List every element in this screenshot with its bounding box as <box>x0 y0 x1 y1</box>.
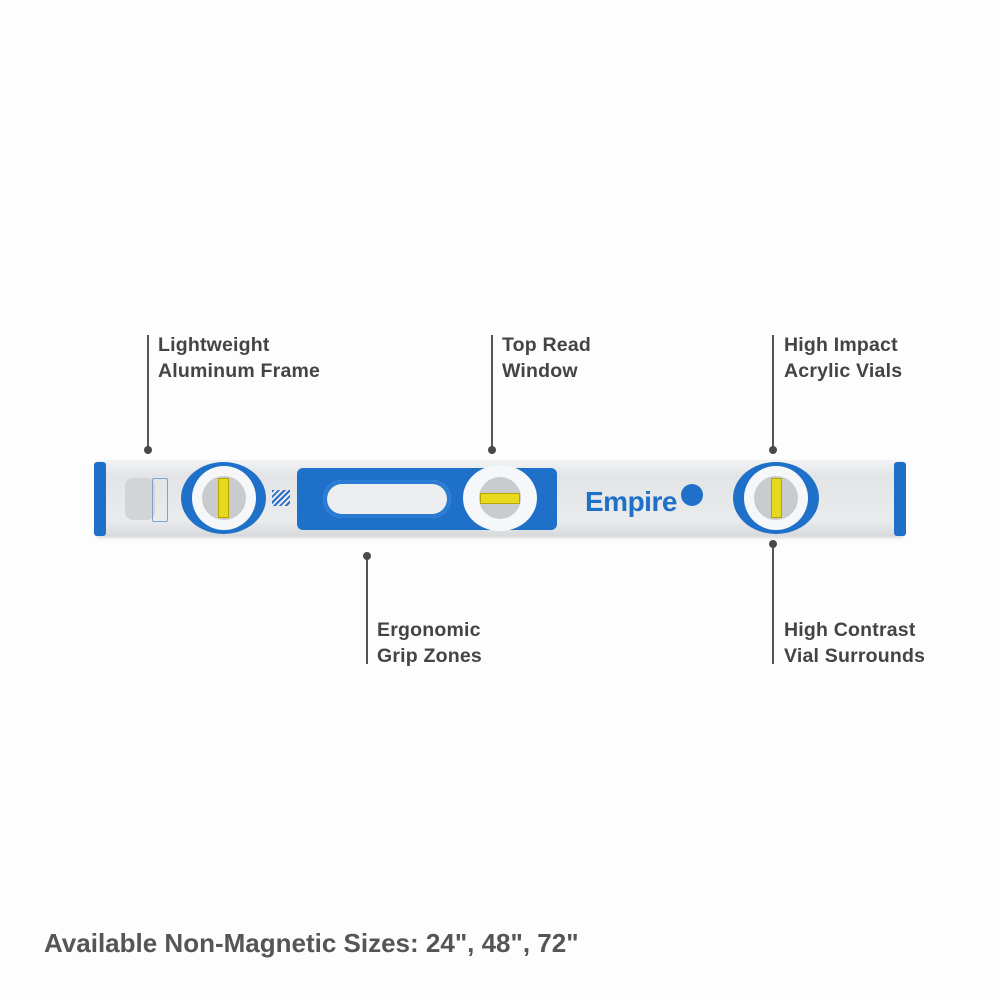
grip-hole <box>323 480 451 518</box>
logo-compass-icon <box>681 484 703 506</box>
flag-icon <box>272 490 290 506</box>
callout-dot <box>144 446 152 454</box>
callout-line <box>366 556 368 664</box>
callout-dot <box>769 540 777 548</box>
vial-surround-top <box>463 465 537 531</box>
vial-level-top <box>480 492 520 504</box>
footer-sizes: Available Non-Magnetic Sizes: 24", 48", … <box>44 928 579 958</box>
hang-hole <box>125 478 155 520</box>
vial-surround-right <box>733 462 819 534</box>
callout-dot <box>488 446 496 454</box>
callout-line <box>147 335 149 450</box>
end-cap-right <box>894 462 906 536</box>
callout-line <box>772 335 774 450</box>
callout-dot <box>363 552 371 560</box>
brand-logo: Empire <box>585 486 677 517</box>
callout-dot <box>769 446 777 454</box>
callout-line <box>491 335 493 450</box>
end-cap-left <box>94 462 106 536</box>
vial-surround-left <box>181 462 266 534</box>
vial-plumb-left <box>218 478 229 518</box>
callout-line <box>772 544 774 664</box>
size-label-icon <box>152 478 168 522</box>
vial-plumb-right <box>770 478 782 518</box>
